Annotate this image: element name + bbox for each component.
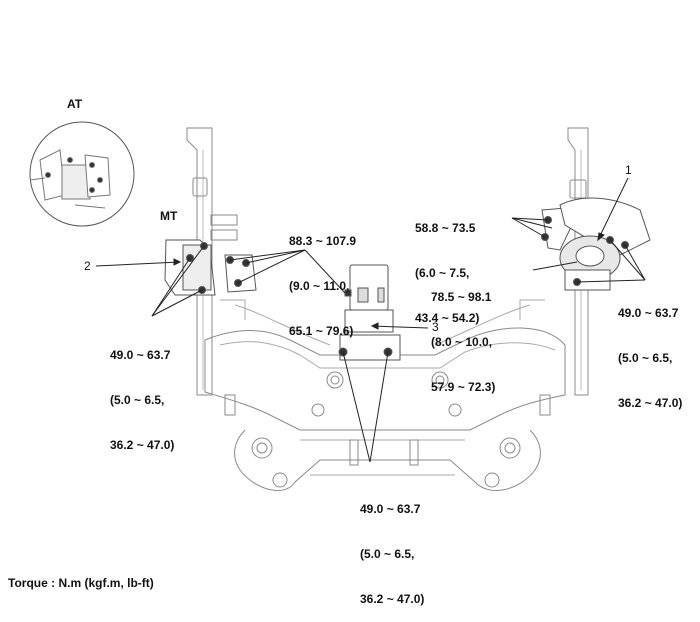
transaxle-mount bbox=[164, 239, 257, 296]
torque-right-lower: 49.0 ~ 63.7 (5.0 ~ 6.5, 36.2 ~ 47.0) bbox=[618, 306, 683, 410]
torque-right-upper: 58.8 ~ 73.5 (6.0 ~ 7.5, 43.4 ~ 54.2) bbox=[415, 221, 480, 325]
at-inset-label: AT bbox=[67, 97, 83, 111]
callout-3: 3 bbox=[432, 320, 439, 334]
mt-section-label: MT bbox=[160, 209, 178, 223]
torque-bottom: 49.0 ~ 63.7 (5.0 ~ 6.5, 36.2 ~ 47.0) bbox=[360, 502, 425, 606]
torque-right-center: 78.5 ~ 98.1 (8.0 ~ 10.0, 57.9 ~ 72.3) bbox=[431, 290, 496, 394]
right-side-rail bbox=[567, 127, 589, 396]
torque-left-mount: 49.0 ~ 63.7 (5.0 ~ 6.5, 36.2 ~ 47.0) bbox=[110, 348, 175, 452]
at-inset bbox=[29, 121, 135, 227]
lower-crossmember bbox=[234, 429, 541, 491]
roll-stopper-mount bbox=[338, 264, 401, 361]
subframe bbox=[204, 327, 566, 431]
torque-units-footer: Torque : N.m (kgf.m, lb-ft) bbox=[8, 576, 154, 590]
callout-1: 1 bbox=[625, 163, 632, 177]
left-side-rail bbox=[186, 127, 213, 396]
torque-left-bracket: 88.3 ~ 107.9 (9.0 ~ 11.0, 65.1 ~ 79.6) bbox=[289, 234, 357, 338]
engine-mount-diagram bbox=[29, 121, 651, 491]
callout-2: 2 bbox=[84, 259, 91, 273]
